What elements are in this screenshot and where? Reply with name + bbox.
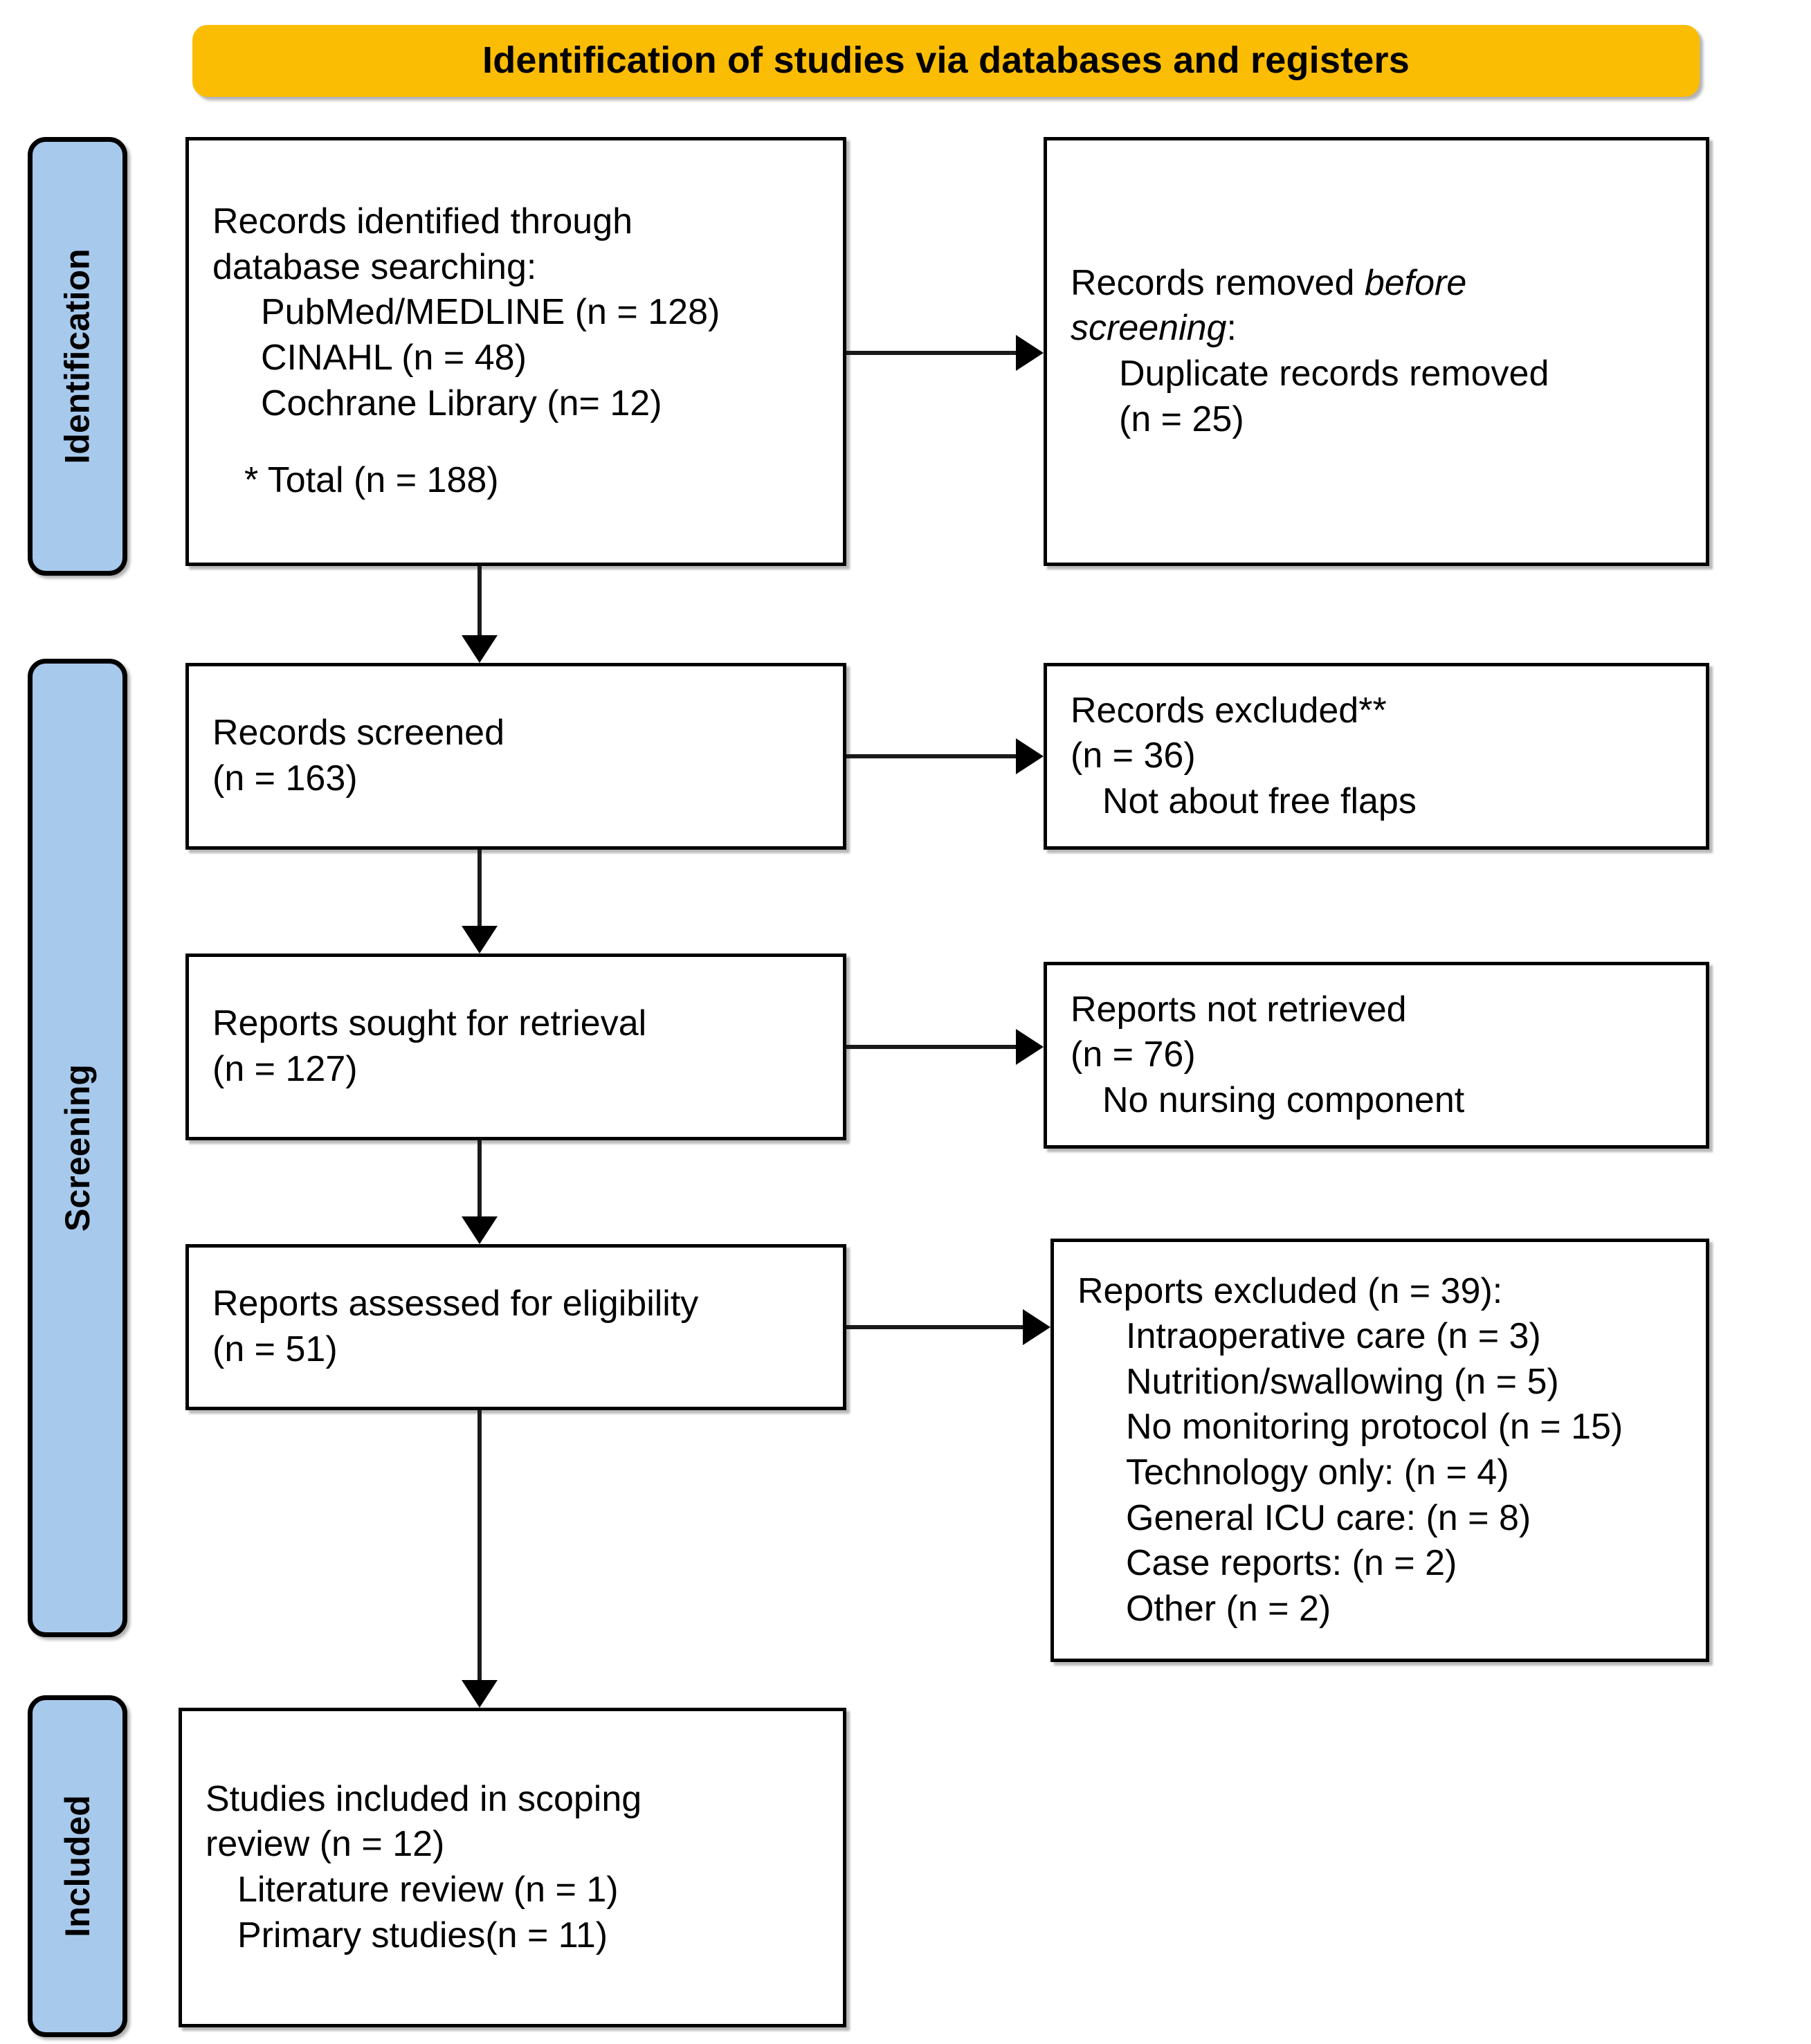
arrow-head-icon — [462, 1216, 498, 1244]
arrow-head-icon — [462, 635, 498, 663]
arrow-head-icon — [462, 1680, 498, 1708]
arrow-shaft — [477, 850, 482, 926]
box-line: Records screened — [212, 713, 504, 754]
box-line: Technology only: (n = 4) — [1126, 1452, 1509, 1493]
box-line: General ICU care: (n = 8) — [1126, 1497, 1531, 1538]
box-records-screened: Records screened (n = 163) — [185, 663, 846, 850]
arrow-shaft — [846, 351, 1016, 355]
arrow-shaft — [846, 1325, 1023, 1329]
box-line: Reports not retrieved — [1071, 989, 1407, 1030]
box-studies-included: Studies included in scoping review (n = … — [179, 1708, 846, 2027]
stage-rail-screening: Screening — [28, 659, 127, 1637]
box-line: (n = 51) — [212, 1329, 338, 1369]
box-line: Literature review (n = 1) — [237, 1870, 619, 1910]
arrow-shaft — [477, 566, 482, 635]
box-records-identified: Records identified through database sear… — [185, 137, 846, 566]
box-line: Records identified through — [212, 201, 633, 242]
box-line-spacer — [212, 426, 819, 458]
box-line: (n = 76) — [1071, 1034, 1196, 1075]
box-line-emphasis: before — [1364, 262, 1467, 303]
box-records-excluded: Records excluded** (n = 36) Not about fr… — [1044, 663, 1709, 850]
box-line: (n = 36) — [1071, 736, 1196, 776]
arrow-head-icon — [462, 926, 498, 953]
box-records-removed: Records removed before screening: Duplic… — [1044, 137, 1709, 566]
box-line-text: : — [1226, 308, 1237, 349]
stage-rail-included: Included — [28, 1695, 127, 2037]
box-line: Reports excluded (n = 39): — [1077, 1270, 1503, 1311]
box-line: Not about free flaps — [1102, 781, 1417, 821]
box-line: Reports assessed for eligibility — [212, 1284, 699, 1324]
box-line: CINAHL (n = 48) — [261, 338, 527, 378]
box-line: Cochrane Library (n= 12) — [261, 383, 662, 423]
box-line: No monitoring protocol (n = 15) — [1126, 1407, 1623, 1448]
box-line: (n = 25) — [1119, 399, 1244, 439]
arrow-head-icon — [1016, 1029, 1044, 1065]
arrow-head-icon — [1016, 335, 1044, 371]
box-line: screening: — [1071, 306, 1682, 352]
box-line: Reports sought for retrieval — [212, 1003, 647, 1044]
arrow-shaft — [846, 754, 1016, 758]
stage-rail-identification: Identification — [28, 137, 127, 576]
box-line: Case reports: (n = 2) — [1126, 1543, 1457, 1584]
box-reports-not-retrieved: Reports not retrieved (n = 76) No nursin… — [1044, 962, 1709, 1149]
box-line: PubMed/MEDLINE (n = 128) — [261, 292, 720, 333]
box-line: review (n = 12) — [206, 1824, 445, 1865]
box-reports-assessed: Reports assessed for eligibility (n = 51… — [185, 1244, 846, 1410]
phase-banner-identification: Identification of studies via databases … — [192, 25, 1700, 97]
box-reports-excluded: Reports excluded (n = 39): Intraoperativ… — [1050, 1239, 1709, 1662]
box-line: Primary studies(n = 11) — [237, 1915, 608, 1955]
stage-rail-included-label: Included — [58, 1795, 98, 1937]
box-line: Intraoperative care (n = 3) — [1126, 1316, 1541, 1357]
arrow-head-icon — [1016, 738, 1044, 774]
box-line: (n = 163) — [212, 758, 358, 799]
arrow-head-icon — [1023, 1309, 1050, 1345]
box-line: (n = 127) — [212, 1049, 358, 1089]
arrow-shaft — [477, 1410, 482, 1680]
box-line: Records excluded** — [1071, 690, 1387, 731]
stage-rail-identification-label: Identification — [58, 248, 98, 464]
box-line: Other (n = 2) — [1126, 1588, 1331, 1629]
box-line: Records removed before — [1071, 261, 1682, 307]
box-line: Studies included in scoping — [206, 1778, 642, 1819]
box-line: No nursing component — [1102, 1079, 1465, 1120]
box-line: * Total (n = 188) — [244, 460, 499, 501]
arrow-shaft — [477, 1140, 482, 1216]
box-line: Nutrition/swallowing (n = 5) — [1126, 1361, 1559, 1402]
box-reports-sought: Reports sought for retrieval (n = 127) — [185, 953, 846, 1140]
phase-banner-label: Identification of studies via databases … — [482, 39, 1410, 82]
box-line-text: Records removed — [1071, 262, 1365, 303]
box-line: Duplicate records removed — [1119, 354, 1549, 394]
arrow-shaft — [846, 1045, 1016, 1049]
box-line-emphasis: screening — [1071, 308, 1227, 349]
stage-rail-screening-label: Screening — [58, 1064, 97, 1232]
box-line: database searching: — [212, 246, 537, 287]
